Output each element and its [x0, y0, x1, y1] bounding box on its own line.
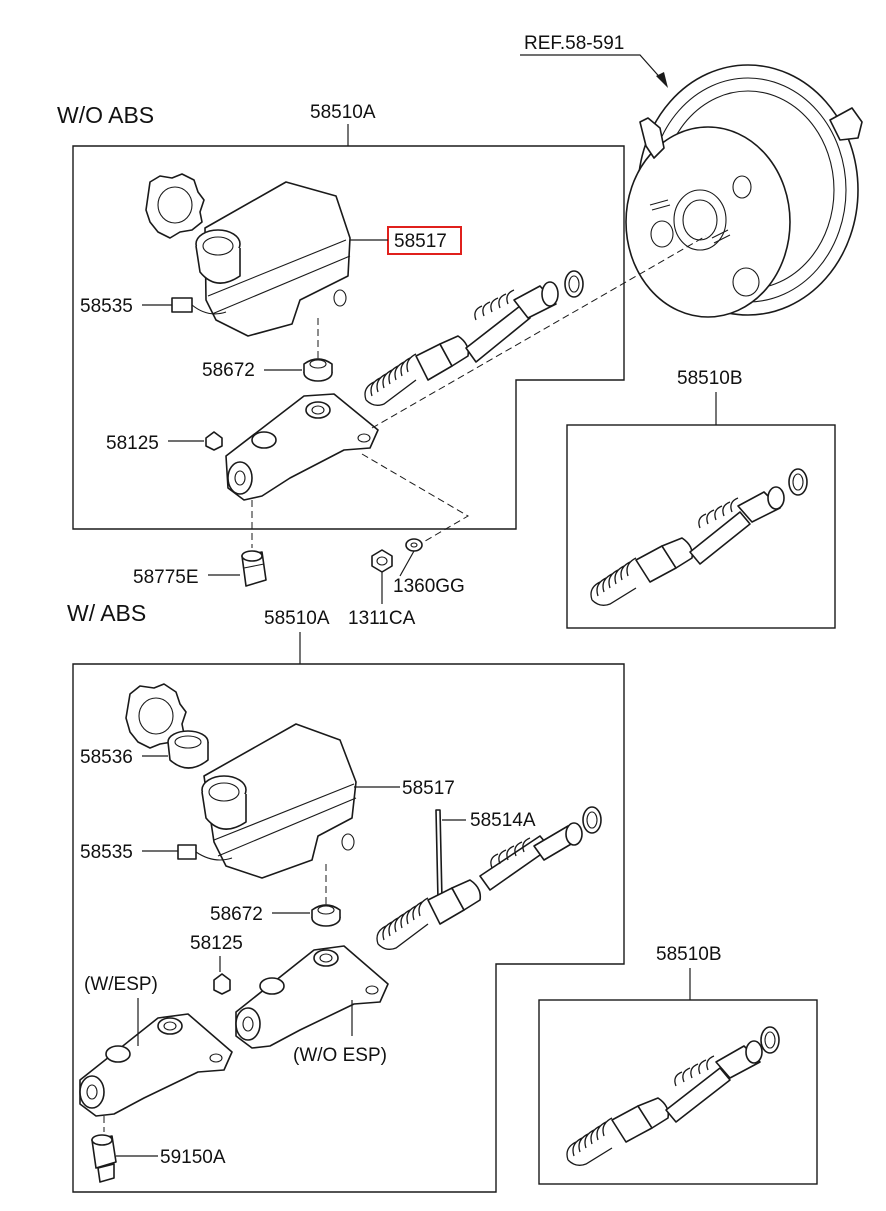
- top-reservoir: [195, 181, 351, 337]
- bot-pressure-switch: [91, 1134, 117, 1183]
- ref-callout: REF.58-591: [520, 33, 668, 88]
- bot-plug: [213, 973, 231, 995]
- label-top-washer: 1360GG: [393, 576, 465, 597]
- top-assembly-box: [72, 145, 625, 530]
- label-top-sensor: 58535: [80, 296, 133, 317]
- top-piston-assembly: [364, 270, 584, 406]
- top-master-cylinder: [225, 393, 379, 501]
- label-top-reservoir: 58517: [394, 231, 447, 252]
- label-bot-cap-seal: 58536: [80, 747, 133, 768]
- top-grommet: [303, 358, 333, 382]
- label-top-kit: 58510B: [677, 368, 743, 389]
- bot-piston-assembly: [376, 806, 602, 950]
- top-plug: [205, 431, 223, 451]
- label-bot-wesp: (W/ESP): [84, 974, 158, 995]
- label-top-fitting: 58775E: [133, 567, 199, 588]
- bot-grommet: [311, 904, 341, 927]
- brake-booster: [625, 64, 863, 318]
- bot-master-cylinder-wo-esp: [235, 945, 389, 1049]
- label-bot-assembly: 58510A: [264, 608, 330, 629]
- bot-level-sensor: [177, 844, 233, 861]
- section-title-wo-abs: W/O ABS: [57, 102, 154, 128]
- label-top-nut: 1311CA: [348, 608, 416, 629]
- ref-label: REF.58-591: [524, 33, 624, 54]
- top-level-sensor: [171, 297, 227, 315]
- label-bot-grommet: 58672: [210, 904, 263, 925]
- label-bot-reservoir: 58517: [402, 778, 455, 799]
- label-top-plug: 58125: [106, 433, 159, 454]
- bot-reservoir: [201, 723, 357, 879]
- label-bot-pin: 58514A: [470, 810, 536, 831]
- top-washer: [405, 538, 423, 552]
- top-kit-box: [566, 424, 836, 629]
- label-top-grommet: 58672: [202, 360, 255, 381]
- bot-pin: [435, 809, 443, 901]
- top-fitting: [241, 550, 267, 587]
- bot-kit-piston: [566, 1026, 780, 1166]
- top-reservoir-cap: [145, 173, 205, 239]
- bot-assembly-box: [72, 663, 625, 1193]
- bot-master-cylinder-wesp: [79, 1013, 233, 1117]
- top-kit-piston: [590, 468, 808, 606]
- section-title-w-abs: W/ ABS: [67, 600, 146, 626]
- label-top-assembly: 58510A: [310, 102, 376, 123]
- label-bot-woesp: (W/O ESP): [293, 1045, 387, 1066]
- bot-kit-box: [538, 999, 818, 1185]
- label-bot-plug: 58125: [190, 933, 243, 954]
- label-bot-kit: 58510B: [656, 944, 722, 965]
- label-bot-sensor: 58535: [80, 842, 133, 863]
- top-nut: [371, 549, 393, 573]
- bot-cap-seal: [167, 730, 209, 769]
- label-bot-switch: 59150A: [160, 1147, 226, 1168]
